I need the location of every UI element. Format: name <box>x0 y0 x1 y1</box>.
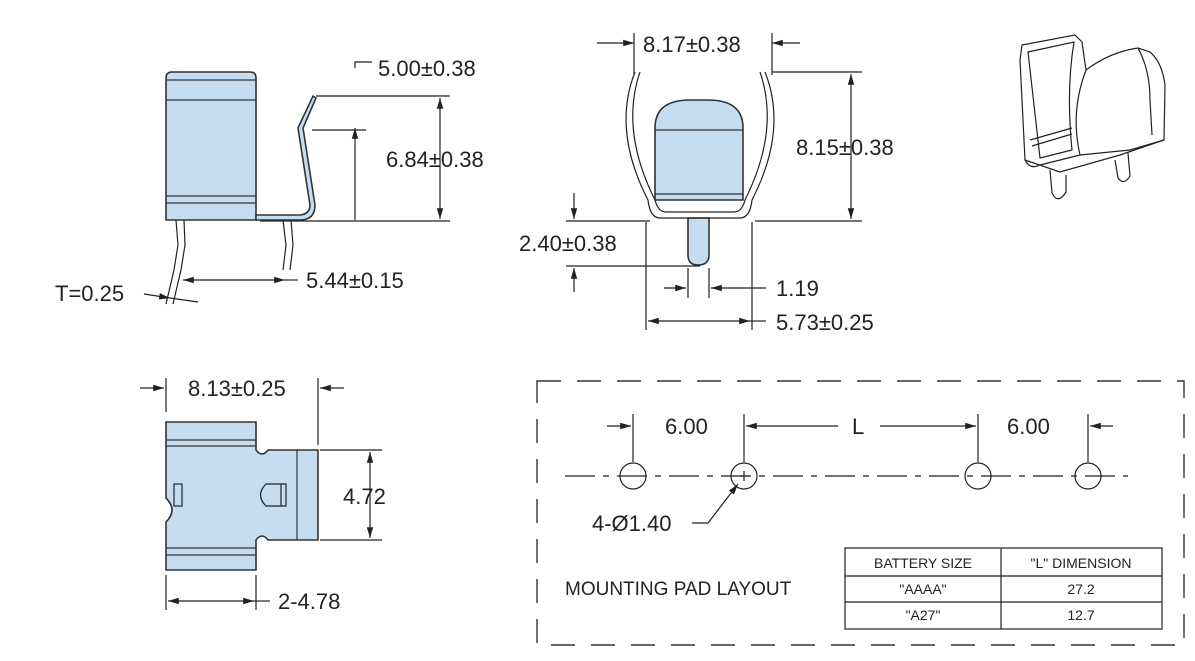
front-view: 8.17±0.38 8.15±0.38 2.40±0.38 1.19 5.73±… <box>519 32 894 335</box>
pad-dim-left: 6.00 <box>665 414 708 439</box>
pad-layout: 6.00 L 6.00 4-Ø1.40 MOUNTING PAD LAYOUT … <box>536 380 1185 646</box>
front-dim-pin-dia: 1.19 <box>776 276 819 301</box>
pad-dim-mid: L <box>852 414 864 439</box>
table-cell: "A27" <box>906 607 941 623</box>
front-dim-width: 8.17±0.38 <box>643 32 741 57</box>
side-dim-height: 6.84±0.38 <box>386 147 484 172</box>
table-cell: 12.7 <box>1067 607 1094 623</box>
isometric-view <box>1019 34 1166 200</box>
side-spring <box>255 94 317 221</box>
bottom-dim-pins: 2-4.78 <box>278 589 340 614</box>
front-pin <box>687 217 710 266</box>
side-body <box>165 71 257 221</box>
table-cell: "AAAA" <box>899 581 946 597</box>
pad-hole-4 <box>1074 462 1102 490</box>
pad-dim-right: 6.00 <box>1007 414 1050 439</box>
pad-hole-callout: 4-Ø1.40 <box>592 511 672 536</box>
battery-table: BATTERY SIZE "L" DIMENSION "AAAA" 27.2 "… <box>844 547 1163 630</box>
bottom-slot-right <box>259 483 287 507</box>
front-body <box>654 99 744 201</box>
pad-hole-3 <box>964 462 992 490</box>
bottom-view: 8.13±0.25 4.72 2-4.78 <box>140 376 386 614</box>
front-dim-height: 8.15±0.38 <box>796 135 894 160</box>
side-dim-pins: 5.44±0.15 <box>306 268 404 293</box>
front-dim-pin-length: 2.40±0.38 <box>519 231 617 256</box>
table-header-size: BATTERY SIZE <box>874 555 972 571</box>
side-dim-top: 5.00±0.38 <box>378 56 476 81</box>
pad-layout-title: MOUNTING PAD LAYOUT <box>565 579 792 600</box>
table-cell: 27.2 <box>1067 581 1094 597</box>
table-header-l: "L" DIMENSION <box>1031 555 1132 571</box>
iso-clip <box>1019 34 1087 168</box>
side-dim-thickness: T=0.25 <box>55 281 124 306</box>
side-pin-right <box>282 219 287 271</box>
bottom-dim-width: 8.13±0.25 <box>188 376 286 401</box>
pad-layout-border <box>536 380 1185 646</box>
bottom-dim-height: 4.72 <box>343 484 386 509</box>
bottom-slot-left <box>173 483 183 507</box>
front-clip-spring <box>625 71 775 219</box>
pad-hole-2 <box>730 462 758 490</box>
bottom-body <box>165 421 319 571</box>
pad-hole-1 <box>619 462 647 490</box>
side-view: 5.00±0.38 6.84±0.38 5.44±0.15 T=0.25 <box>55 56 484 306</box>
front-dim-base: 5.73±0.25 <box>776 310 874 335</box>
side-pin-left <box>173 219 179 271</box>
